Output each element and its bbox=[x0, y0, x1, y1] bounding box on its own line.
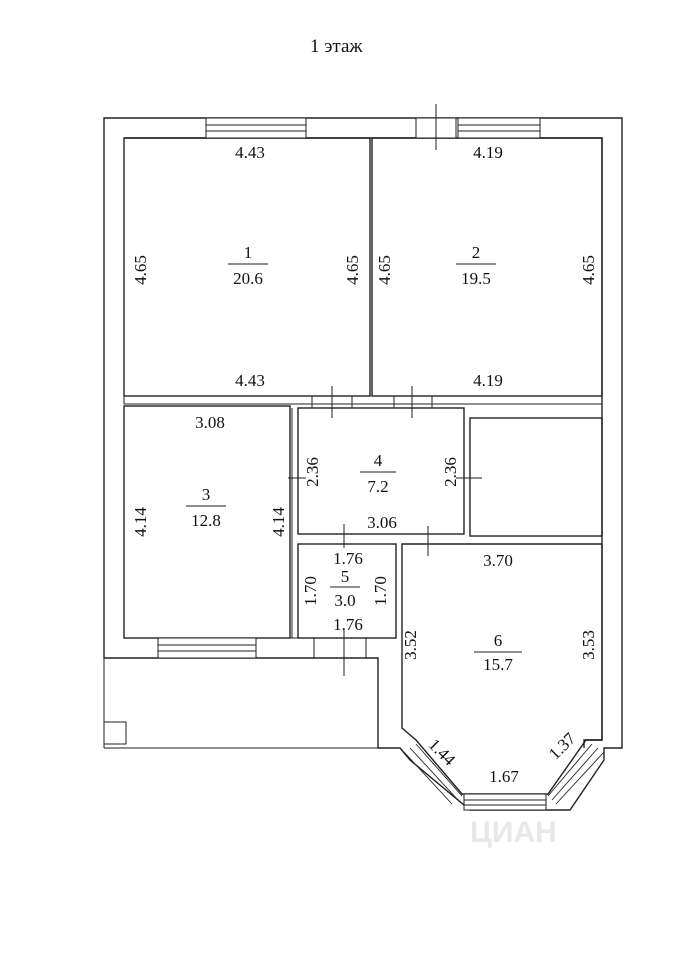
window bbox=[205, 117, 307, 139]
room-area: 20.6 bbox=[233, 269, 263, 288]
dim-r3-left: 4.14 bbox=[131, 507, 150, 537]
dim-r6-bay-bottom: 1.67 bbox=[489, 767, 519, 786]
room-area: 19.5 bbox=[461, 269, 491, 288]
door-marker bbox=[393, 386, 433, 418]
room-5-label: 5 3.0 bbox=[330, 567, 360, 610]
dim-r6-top: 3.70 bbox=[483, 551, 513, 570]
dim-r5-bottom: 1.76 bbox=[333, 615, 363, 634]
room-area: 7.2 bbox=[367, 477, 388, 496]
window bbox=[463, 793, 547, 811]
column bbox=[103, 721, 127, 745]
room-number: 3 bbox=[202, 485, 211, 504]
room-area: 15.7 bbox=[483, 655, 513, 674]
dim-r6-left: 3.52 bbox=[401, 630, 420, 660]
outer-wall-outer bbox=[103, 117, 623, 811]
room-2-outline bbox=[371, 137, 603, 397]
room-1-label: 1 20.6 bbox=[228, 243, 268, 288]
room-6-outline bbox=[401, 543, 603, 795]
room-number: 4 bbox=[374, 451, 383, 470]
dim-r4-bottom: 3.06 bbox=[367, 513, 397, 532]
window bbox=[403, 743, 463, 805]
window bbox=[547, 743, 605, 805]
room-number: 6 bbox=[494, 631, 503, 650]
dim-r6-bay-right: 1.37 bbox=[545, 729, 580, 764]
dim-r5-left: 1.70 bbox=[301, 576, 320, 606]
door-marker bbox=[313, 630, 367, 676]
dim-r4-right: 2.36 bbox=[441, 457, 460, 487]
room-number: 1 bbox=[244, 243, 253, 262]
room-1-outline bbox=[123, 137, 371, 397]
door-marker bbox=[311, 386, 353, 418]
room-number: 5 bbox=[341, 567, 350, 586]
dim-r2-left: 4.65 bbox=[375, 255, 394, 285]
floor-title: 1 этаж bbox=[310, 36, 363, 57]
dim-r2-right: 4.65 bbox=[579, 255, 598, 285]
dim-r4-left: 2.36 bbox=[303, 457, 322, 487]
dim-r3-right: 4.14 bbox=[269, 507, 288, 537]
room-6-label: 6 15.7 bbox=[474, 631, 522, 674]
room-3-label: 3 12.8 bbox=[186, 485, 226, 530]
dim-r1-top: 4.43 bbox=[235, 143, 265, 162]
dim-r1-left: 4.65 bbox=[131, 255, 150, 285]
dim-r2-top: 4.19 bbox=[473, 143, 503, 162]
window bbox=[157, 637, 257, 659]
dim-r2-bottom: 4.19 bbox=[473, 371, 503, 390]
unlabeled-room-outline bbox=[469, 417, 603, 537]
dim-r3-top: 3.08 bbox=[195, 413, 225, 432]
dim-r5-right: 1.70 bbox=[371, 576, 390, 606]
dim-r1-bottom: 4.43 bbox=[235, 371, 265, 390]
room-number: 2 bbox=[472, 243, 481, 262]
dim-r6-right: 3.53 bbox=[579, 630, 598, 660]
dim-r1-right: 4.65 bbox=[343, 255, 362, 285]
room-area: 12.8 bbox=[191, 511, 221, 530]
room-4-label: 4 7.2 bbox=[360, 451, 396, 496]
dim-r6-bay-left: 1.44 bbox=[425, 735, 460, 770]
room-2-label: 2 19.5 bbox=[456, 243, 496, 288]
watermark: ЦИАН bbox=[470, 816, 557, 849]
room-area: 3.0 bbox=[334, 591, 355, 610]
room-4-outline bbox=[297, 407, 465, 535]
dim-r5-top: 1.76 bbox=[333, 549, 363, 568]
window bbox=[415, 117, 541, 139]
